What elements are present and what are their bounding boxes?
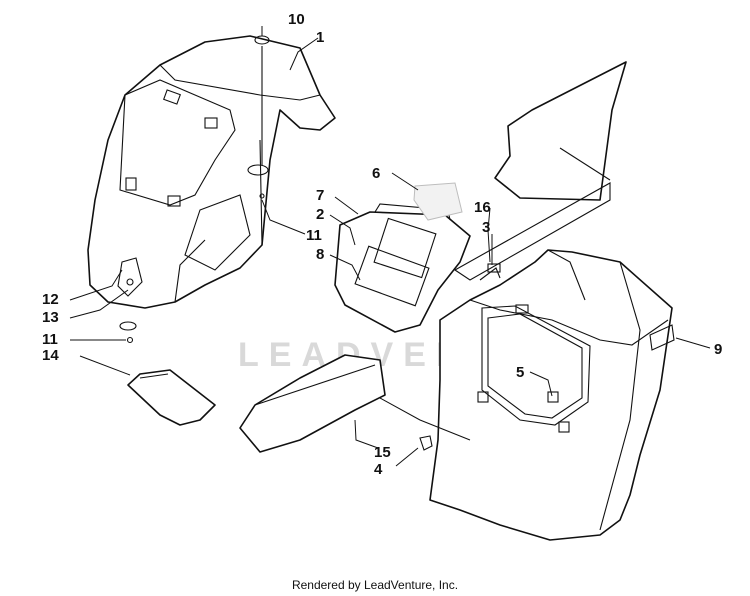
leader-lines [69, 26, 711, 467]
label-part-6 [413, 182, 463, 221]
right-fender-part [419, 249, 675, 541]
callout-15[interactable]: 15 [374, 444, 391, 461]
callout-7[interactable]: 7 [316, 187, 324, 204]
callout-2[interactable]: 2 [316, 206, 324, 223]
left-fender-part [87, 35, 336, 344]
callout-12[interactable]: 12 [42, 291, 59, 308]
callout-16[interactable]: 16 [474, 199, 491, 216]
decal-panel [334, 203, 471, 333]
callout-3[interactable]: 3 [482, 219, 490, 236]
foam-pad-part-15 [239, 354, 386, 453]
callout-11-upper[interactable]: 11 [306, 227, 322, 244]
callout-10[interactable]: 10 [288, 11, 305, 28]
callout-14[interactable]: 14 [42, 347, 59, 364]
callout-4[interactable]: 4 [374, 461, 383, 478]
flap-part-16 [453, 61, 627, 281]
callout-8[interactable]: 8 [316, 246, 324, 263]
callout-5[interactable]: 5 [516, 364, 524, 381]
callout-9[interactable]: 9 [714, 341, 722, 358]
callout-6[interactable]: 6 [372, 165, 380, 182]
callout-13[interactable]: 13 [42, 309, 59, 326]
pad-part-14 [127, 369, 216, 426]
callout-11-lower[interactable]: 11 [42, 331, 58, 348]
callouts: 10 1 6 7 2 11 8 16 3 12 13 11 14 9 5 15 … [42, 11, 722, 478]
callout-1[interactable]: 1 [316, 29, 324, 46]
footer-credit: Rendered by LeadVenture, Inc. [291, 578, 459, 592]
